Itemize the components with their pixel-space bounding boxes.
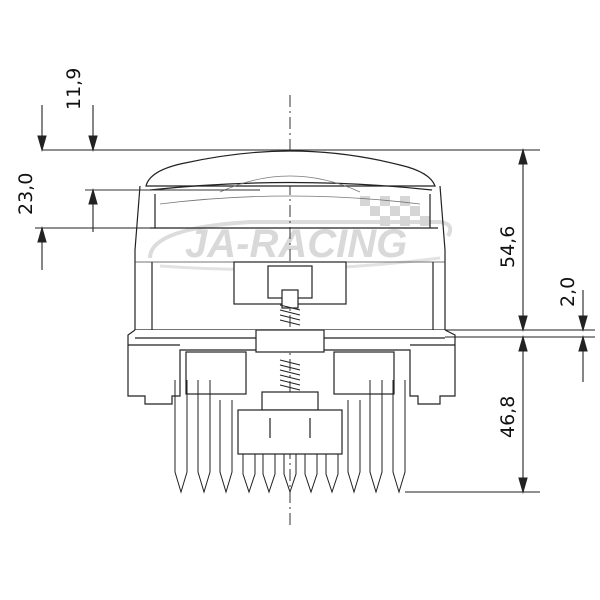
dimension-label-2-0: 2,0 xyxy=(557,277,579,307)
spring-element xyxy=(279,304,301,391)
dimension-label-11-9: 11,9 xyxy=(63,68,85,110)
dimension-label-54-6: 54,6 xyxy=(497,226,519,268)
dimension-54-6 xyxy=(290,147,595,333)
lamp-housing xyxy=(127,150,456,494)
dimension-11-9 xyxy=(42,105,290,232)
connector-pins xyxy=(174,380,406,494)
dimension-label-23-0: 23,0 xyxy=(15,173,37,215)
dimension-23-0 xyxy=(35,105,150,270)
checkered-flag-icon xyxy=(360,196,430,226)
watermark-logo: JA-RACING xyxy=(148,196,453,272)
dimension-label-46-8: 46,8 xyxy=(497,396,519,438)
dimension-46-8 xyxy=(405,334,540,495)
watermark-text: JA-RACING xyxy=(185,222,407,266)
dimension-2-0 xyxy=(445,290,595,382)
